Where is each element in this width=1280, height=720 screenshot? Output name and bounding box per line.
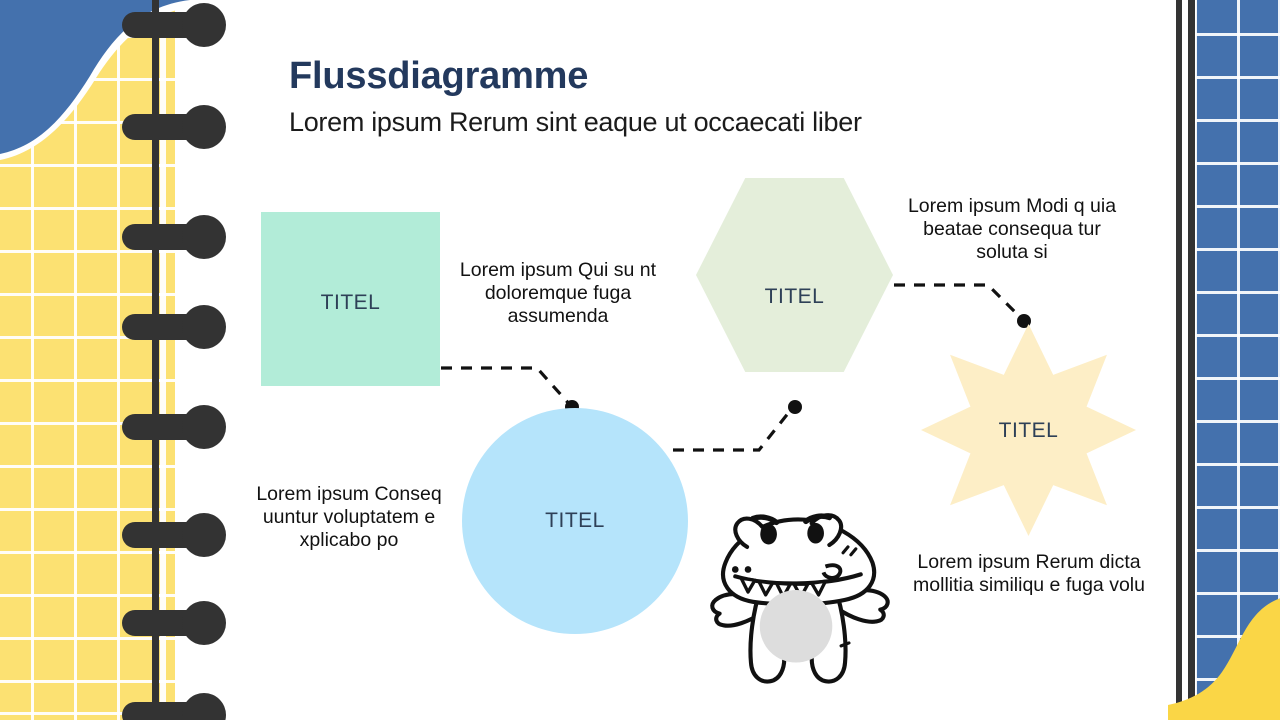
- node-label: TITEL: [545, 509, 605, 532]
- hexagon-shape: [696, 178, 893, 372]
- left-decoration-panel: [0, 0, 232, 720]
- node-label: TITEL: [998, 419, 1059, 442]
- page-subtitle: Lorem ipsum Rerum sint eaque ut occaecat…: [289, 106, 862, 137]
- connector-endpoint-dot: [788, 400, 802, 414]
- caption-circle: Lorem ipsum Conseq uuntur voluptatem e x…: [256, 483, 442, 551]
- node-square[interactable]: TITEL: [261, 212, 440, 386]
- page-title: Flussdiagramme: [289, 55, 589, 97]
- margin-rule-line: [1176, 0, 1182, 720]
- star-shape: [921, 324, 1136, 536]
- right-decoration-panel: [1168, 0, 1280, 720]
- node-label: TITEL: [320, 291, 381, 314]
- notebook-spine: [152, 0, 159, 720]
- blue-grid-paper: [1196, 0, 1280, 720]
- connector-circle-hexagon: [673, 406, 795, 452]
- margin-rule-line: [1188, 0, 1195, 720]
- node-hexagon[interactable]: TITEL: [696, 178, 893, 372]
- crocodile-mascot: [710, 513, 890, 684]
- caption-star: Lorem ipsum Rerum dicta mollitia similiq…: [913, 551, 1145, 596]
- connector-hexagon-star: [894, 283, 1025, 322]
- connector-square-circle: [441, 366, 573, 408]
- caption-square-circle: Lorem ipsum Qui su nt doloremque fuga as…: [459, 259, 657, 327]
- header: Flussdiagramme Lorem ipsum Rerum sint ea…: [289, 55, 1069, 138]
- yellow-wave-shape: [1168, 598, 1280, 720]
- node-label: TITEL: [764, 285, 825, 308]
- node-circle[interactable]: TITEL: [462, 408, 688, 634]
- node-star[interactable]: TITEL: [921, 324, 1136, 536]
- blue-wave-shape: [0, 0, 200, 160]
- caption-hexagon-star: Lorem ipsum Modi q uia beatae consequa t…: [907, 195, 1117, 263]
